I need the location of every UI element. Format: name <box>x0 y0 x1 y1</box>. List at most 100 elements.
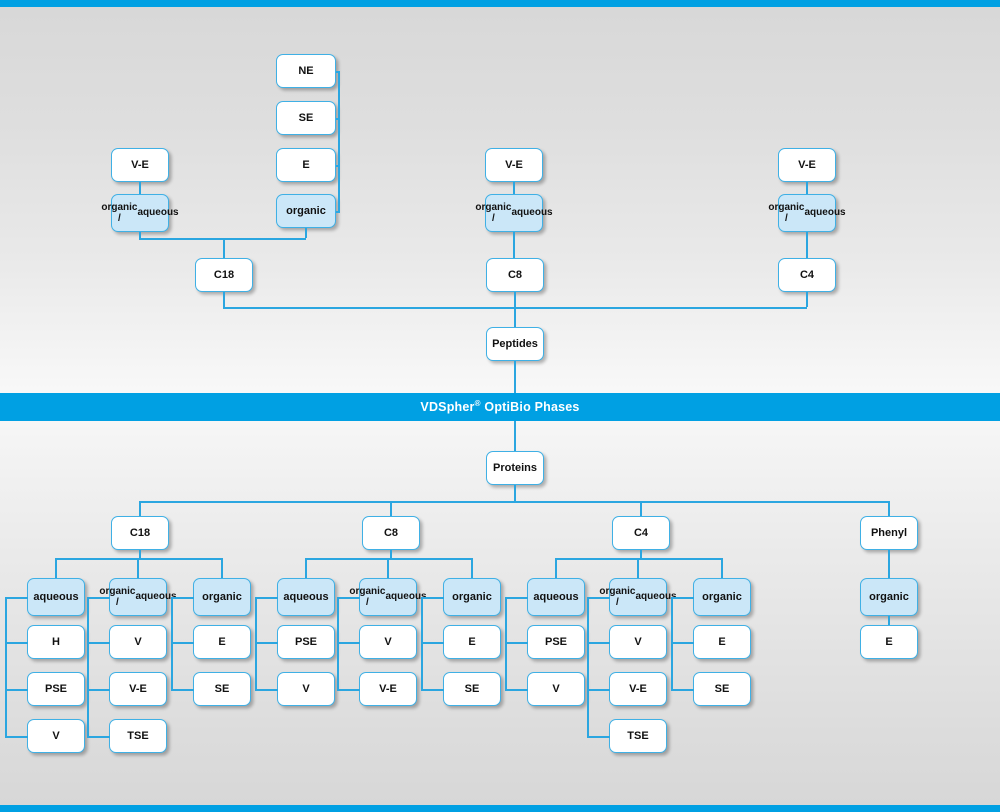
box-label-line: E <box>718 635 726 648</box>
box-label-line: PSE <box>44 682 67 695</box>
box-label-line: V <box>384 635 392 648</box>
connector-bus-to-group-C8 <box>390 501 392 516</box>
protein-group-box-C8[interactable]: C8 <box>362 516 420 550</box>
box-label-line: organic / <box>768 201 805 224</box>
protein-column-header-C4-1[interactable]: organic /aqueous <box>599 578 677 616</box>
protein-item-box-C4-2-0[interactable]: E <box>693 625 751 659</box>
box-label-line: C8 <box>507 268 523 281</box>
protein-item-box-C18-0-2[interactable]: V <box>27 719 85 753</box>
peptide-organic-child-NE[interactable]: NE <box>276 54 336 88</box>
protein-column-header-C18-1[interactable]: organic /aqueous <box>99 578 177 616</box>
connector-column-bus-C4-1 <box>587 597 589 736</box>
box-label-line: aqueous <box>135 591 177 603</box>
connector-c8-down <box>513 232 515 258</box>
box-label-line: aqueous <box>283 590 329 603</box>
peptide-organic-child-E[interactable]: E <box>276 148 336 182</box>
connector-column-header-stub-C18-0 <box>5 597 28 599</box>
connector-column-header-stub-C8-0 <box>255 597 278 599</box>
peptide-ve-box-C4[interactable]: V-E <box>778 148 836 182</box>
box-label-line: organic / <box>349 585 386 608</box>
protein-item-box-C4-0-0[interactable]: PSE <box>527 625 585 659</box>
protein-column-header-C8-2[interactable]: organic <box>443 578 501 616</box>
box-label-line: organic <box>702 590 742 603</box>
box-label-line: V-E <box>629 682 647 695</box>
box-label-line: V-E <box>798 158 816 171</box>
connector-item-stub-C4-1-2 <box>587 736 610 738</box>
peptide-organic-aqueous-box-C18[interactable]: organic /aqueous <box>101 194 179 232</box>
connector-organic-bus <box>338 71 340 211</box>
protein-item-box-C8-2-0[interactable]: E <box>443 625 501 659</box>
protein-column-header-C18-0[interactable]: aqueous <box>27 578 85 616</box>
protein-item-box-C8-0-1[interactable]: V <box>277 672 335 706</box>
connector-c18-down <box>223 238 225 258</box>
proteins-root-box[interactable]: Proteins <box>486 451 544 485</box>
protein-column-header-C8-0[interactable]: aqueous <box>277 578 335 616</box>
protein-item-box-C8-1-1[interactable]: V-E <box>359 672 417 706</box>
protein-item-box-C8-2-1[interactable]: SE <box>443 672 501 706</box>
connector-organic-to-E-Phenyl <box>888 616 890 625</box>
protein-item-box-C18-0-1[interactable]: PSE <box>27 672 85 706</box>
banner-text: VDSpher® OptiBio Phases <box>420 399 579 414</box>
protein-item-box-C18-2-0[interactable]: E <box>193 625 251 659</box>
box-label-line: organic <box>452 590 492 603</box>
protein-item-box-C4-0-1[interactable]: V <box>527 672 585 706</box>
peptide-chain-box-C4[interactable]: C4 <box>778 258 836 292</box>
connector-column-header-stub-C8-2 <box>421 597 444 599</box>
box-label-line: SE <box>714 682 730 695</box>
connector-group-down-C4 <box>640 550 642 558</box>
title-banner: VDSpher® OptiBio Phases <box>0 393 1000 421</box>
protein-item-box-C18-1-0[interactable]: V <box>109 625 167 659</box>
peptide-chain-box-C18[interactable]: C18 <box>195 258 253 292</box>
protein-column-header-C4-0[interactable]: aqueous <box>527 578 585 616</box>
connector-group-down-C8 <box>390 550 392 558</box>
connector-fan-stub-C4-0 <box>555 558 557 578</box>
protein-group-box-Phenyl[interactable]: Phenyl <box>860 516 918 550</box>
protein-column-header-C4-2[interactable]: organic <box>693 578 751 616</box>
protein-item-box-C18-0-0[interactable]: H <box>27 625 85 659</box>
protein-item-box-C4-1-1[interactable]: V-E <box>609 672 667 706</box>
protein-item-box-C4-1-0[interactable]: V <box>609 625 667 659</box>
connector-fan-stub-C4-2 <box>721 558 723 578</box>
peptide-ve-box-C8[interactable]: V-E <box>485 148 543 182</box>
peptide-organic-box-C18[interactable]: organic <box>276 194 336 228</box>
peptide-organic-aqueous-box-C4[interactable]: organic /aqueous <box>768 194 846 232</box>
connector-column-header-stub-C4-2 <box>671 597 694 599</box>
connector-organic-stub-1 <box>336 118 340 120</box>
protein-item-box-C4-1-2[interactable]: TSE <box>609 719 667 753</box>
peptide-chain-box-C8[interactable]: C8 <box>486 258 544 292</box>
protein-column-header-C18-2[interactable]: organic <box>193 578 251 616</box>
peptide-ve-box-C18[interactable]: V-E <box>111 148 169 182</box>
peptide-organic-aqueous-box-C8[interactable]: organic /aqueous <box>475 194 553 232</box>
protein-item-box-C8-0-0[interactable]: PSE <box>277 625 335 659</box>
protein-group-box-C4[interactable]: C4 <box>612 516 670 550</box>
protein-item-box-C8-1-0[interactable]: V <box>359 625 417 659</box>
box-label-line: C8 <box>383 526 399 539</box>
box-label-line: E <box>468 635 476 648</box>
box-label-line: C4 <box>633 526 649 539</box>
protein-column-header-C8-1[interactable]: organic /aqueous <box>349 578 427 616</box>
connector-item-stub-C18-1-2 <box>87 736 110 738</box>
connector-c18-left-down <box>139 232 141 238</box>
box-label-line: TSE <box>627 729 649 742</box>
protein-item-box-C18-1-2[interactable]: TSE <box>109 719 167 753</box>
protein-column-header-Phenyl-0[interactable]: organic <box>860 578 918 616</box>
connector-item-stub-C8-1-0 <box>337 642 360 644</box>
connector-ve-to-oa-C4 <box>806 182 808 194</box>
peptides-root-box[interactable]: Peptides <box>486 327 544 361</box>
box-label-line: NE <box>298 64 314 77</box>
protein-item-box-Phenyl-0-0[interactable]: E <box>860 625 918 659</box>
protein-item-box-C4-2-1[interactable]: SE <box>693 672 751 706</box>
box-label-line: organic / <box>99 585 136 608</box>
box-label-line: C4 <box>799 268 815 281</box>
box-label-line: V <box>552 682 560 695</box>
box-label-line: SE <box>298 111 314 124</box>
protein-group-box-C18[interactable]: C18 <box>111 516 169 550</box>
connector-chain-to-bus-1 <box>514 292 516 307</box>
connector-chain-to-bus-0 <box>223 292 225 307</box>
connector-bus-to-group-Phenyl <box>888 501 890 516</box>
protein-item-box-C18-2-1[interactable]: SE <box>193 672 251 706</box>
box-label-line: aqueous <box>533 590 579 603</box>
box-label-line: organic / <box>101 201 138 224</box>
peptide-organic-child-SE[interactable]: SE <box>276 101 336 135</box>
protein-item-box-C18-1-1[interactable]: V-E <box>109 672 167 706</box>
